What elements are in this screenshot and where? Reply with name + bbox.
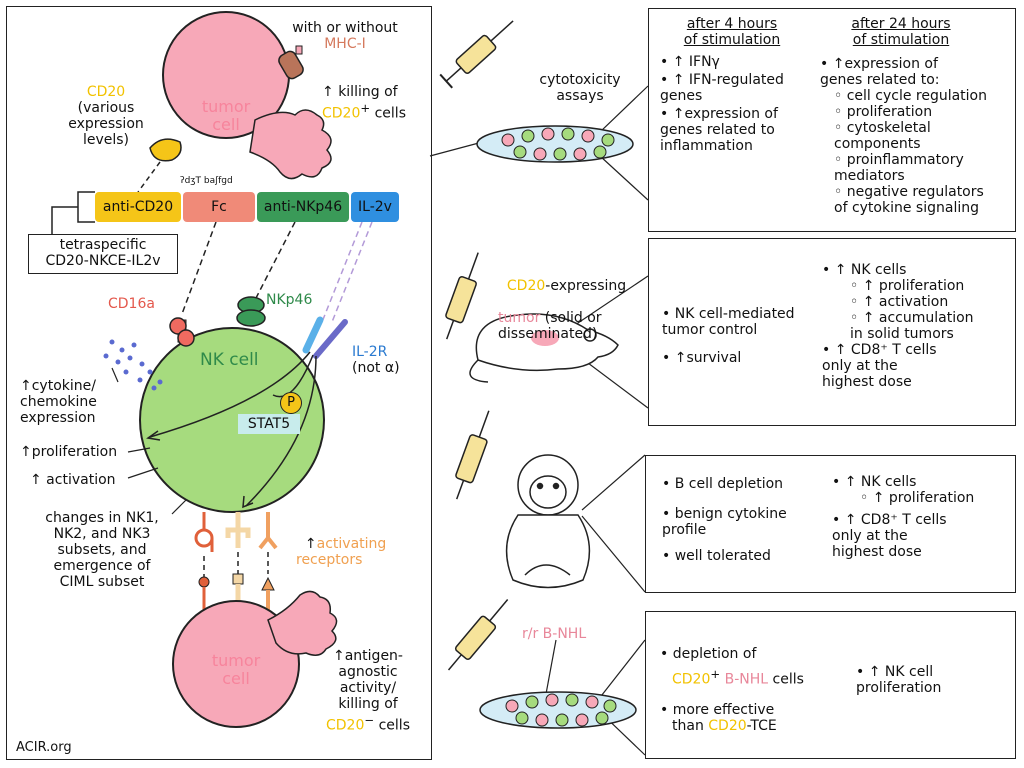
syringe-1 — [439, 20, 514, 89]
arrow-up-icon: ↑ — [322, 84, 334, 100]
petri-dish-1 — [476, 125, 634, 163]
box1-col2-title: after 24 hours of stimulation — [851, 16, 951, 48]
box4-col2: • ↑ NK cell proliferation — [856, 664, 942, 696]
cytokine-label: ↑cytokine/ chemokine expression — [20, 378, 97, 426]
activation-label: ↑ activation — [30, 472, 116, 488]
box1-item-0: • ↑ IFNγ — [660, 54, 720, 70]
box2-col2: • ↑ NK cells ◦ ↑ proliferation ◦ ↑ activ… — [822, 262, 974, 390]
mouse-label: CD20-expressing tumor (solid or dissemin… — [498, 278, 627, 342]
il2r-label: IL-2R (not α) — [352, 344, 400, 376]
activating-receptors-label: ↑activating receptors — [296, 536, 387, 568]
cd16a-receptor — [169, 317, 187, 335]
cd20-molecule — [149, 138, 182, 162]
box1-col2-list: • ↑expression of genes related to: ◦ cel… — [820, 56, 987, 216]
stat5-label: STAT5 — [238, 414, 300, 434]
mhc-name: MHC-I — [324, 36, 366, 52]
box1-col1-title: after 4 hours of stimulation — [683, 16, 781, 48]
segment-anti-cd20: anti-CD20 — [95, 192, 181, 222]
tumor-protrusion-top — [249, 109, 332, 180]
nk-cell-label: NK cell — [200, 350, 259, 370]
mhc-label: with or without MHC-I — [270, 20, 420, 52]
nkp46-label: NKp46 — [266, 292, 313, 308]
il2r-sub: (not α) — [352, 360, 400, 376]
segment-anti-nkp46: anti-NKp46 — [257, 192, 349, 222]
box-mouse — [648, 238, 1016, 426]
changes-label: changes in NK1, NK2, and NK3 subsets, an… — [45, 510, 159, 590]
cd20-text: CD20 — [322, 105, 361, 122]
cytotoxicity-label: cytotoxicity assays — [539, 72, 621, 104]
tumor-cell-top-label: tumor cell — [201, 97, 251, 134]
syringe-2 — [445, 252, 479, 340]
nk-cell — [139, 327, 325, 513]
box1-item-1: • ↑ IFN-regulated genes — [660, 72, 784, 104]
bnhl-label: r/r B-NHL — [522, 626, 587, 642]
box3-col1: • B cell depletion • benign cytokine pro… — [662, 476, 787, 564]
box-cytotoxicity — [648, 8, 1016, 232]
tumor-cell-bottom — [172, 600, 300, 728]
segment-il2v: IL-2v — [351, 192, 399, 222]
cd16a-label: CD16a — [108, 296, 155, 312]
arrow-up-icon: ↑ — [304, 536, 317, 552]
box-monkey — [645, 455, 1016, 593]
proliferation-label: ↑proliferation — [20, 444, 118, 460]
box4-col1: • depletion of CD20+ B-NHL cells • more … — [660, 646, 804, 734]
box3-col2: • ↑ NK cells ◦ ↑ proliferation • ↑ CD8⁺ … — [832, 474, 975, 560]
tumor-cell-bottom-label: tumor cell — [211, 651, 261, 688]
petri-dish-2 — [479, 691, 637, 729]
p-badge: P — [280, 392, 302, 414]
activating-receptors — [194, 512, 278, 552]
syringe-4 — [447, 599, 509, 671]
cd20-name: CD20 — [86, 84, 126, 100]
cd20-label: CD20 (various expression levels) — [56, 84, 156, 148]
mhc-i-molecule — [278, 50, 304, 80]
monkey — [505, 454, 591, 589]
il2r-name: IL-2R — [352, 344, 388, 360]
construct-name-box: tetraspecific CD20-NKCE-IL2v — [28, 234, 178, 274]
box2-col1: • NK cell-mediated tumor control • ↑surv… — [662, 306, 795, 366]
syringe-3 — [455, 410, 490, 500]
box-bnhl — [645, 611, 1016, 759]
cd20-description: (various expression levels) — [68, 100, 144, 148]
antigen-agnostic-label: ↑antigen- agnostic activity/ killing of … — [326, 648, 410, 734]
box1-col1-list: • ↑ IFNγ • ↑ IFN-regulated genes • ↑expr… — [660, 54, 810, 154]
box1-item-2: • ↑expression of genes related to inflam… — [660, 106, 778, 154]
il2r-receptor — [302, 316, 324, 354]
mhc-prefix: with or without — [292, 20, 398, 36]
tiny-label: ʔdʒT baʃfɡd — [180, 176, 233, 186]
cytokine-dots — [103, 339, 163, 391]
killing-top-label: ↑ killing of CD20+ cells — [322, 84, 406, 122]
mouse — [469, 313, 619, 383]
source-label: ACIR.org — [16, 740, 72, 755]
segment-fc: Fc — [183, 192, 255, 222]
